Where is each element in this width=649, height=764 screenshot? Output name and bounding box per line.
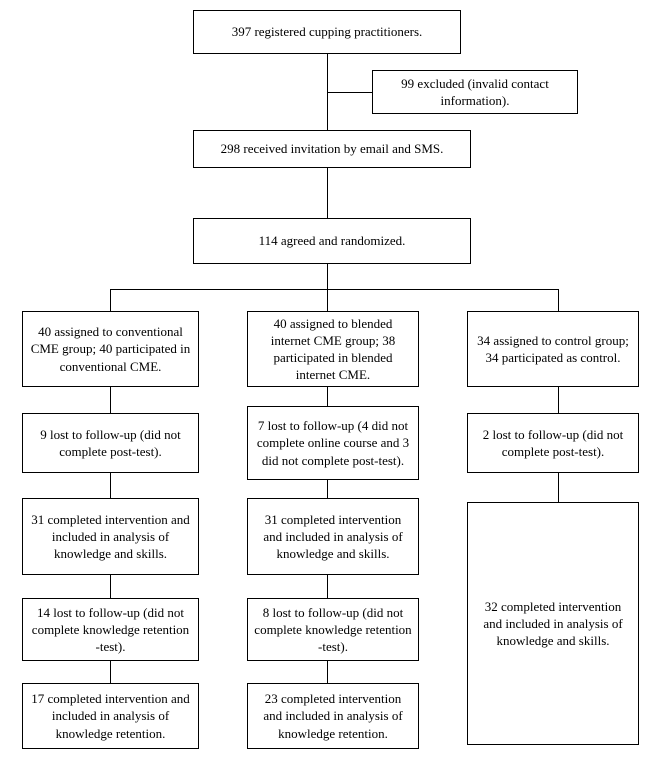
connector-split-to-blended xyxy=(327,289,328,311)
connector-invited-to-randomized xyxy=(327,168,328,218)
node-arm-control: 34 assigned to control group; 34 partici… xyxy=(467,311,639,387)
connector-blended-lost2-to-analysis2 xyxy=(327,661,328,683)
node-randomized: 114 agreed and randomized. xyxy=(193,218,471,264)
node-arm-conventional-label: 40 assigned to conventional CME group; 4… xyxy=(30,324,191,374)
node-analysis-blended-2: 23 completed intervention and included i… xyxy=(247,683,419,749)
connector-conventional-analysis1-to-lost2 xyxy=(110,575,111,598)
node-analysis-conventional-1-label: 31 completed intervention and included i… xyxy=(31,511,190,562)
node-excluded: 99 excluded (invalid contact information… xyxy=(372,70,578,114)
connector-randomized-down xyxy=(327,264,328,289)
connector-conventional-lost2-to-analysis2 xyxy=(110,661,111,683)
connector-control-arm-to-lost1 xyxy=(558,387,559,413)
connector-randomization-split-bar xyxy=(110,289,558,290)
node-randomized-label: 114 agreed and randomized. xyxy=(258,233,406,249)
node-lost-blended-1: 7 lost to follow-up (4 did not complete … xyxy=(247,406,419,480)
connector-blended-arm-to-lost1 xyxy=(327,387,328,406)
connector-enrollment-to-excluded xyxy=(327,92,373,93)
node-lost-blended-1-label: 7 lost to follow-up (4 did not complete … xyxy=(256,418,410,468)
node-analysis-conventional-2-label: 17 completed intervention and included i… xyxy=(31,691,190,741)
node-arm-blended-label: 40 assigned to blended internet CME grou… xyxy=(270,315,396,383)
node-lost-control-1: 2 lost to follow-up (did not complete po… xyxy=(467,413,639,473)
node-analysis-control-1: 32 completed intervention and included i… xyxy=(467,502,639,745)
connector-blended-lost1-to-analysis1 xyxy=(327,480,328,498)
node-analysis-blended-1-label: 31 completed intervention and included i… xyxy=(263,511,403,562)
node-lost-conventional-2: 14 lost to follow-up (did not complete k… xyxy=(22,598,199,661)
node-lost-blended-2: 8 lost to follow-up (did not complete kn… xyxy=(247,598,419,661)
node-excluded-label: 99 excluded (invalid contact information… xyxy=(401,75,549,108)
node-arm-conventional: 40 assigned to conventional CME group; 4… xyxy=(22,311,199,387)
connector-blended-analysis1-to-lost2 xyxy=(327,575,328,598)
node-invited: 298 received invitation by email and SMS… xyxy=(193,130,471,168)
node-analysis-conventional-2: 17 completed intervention and included i… xyxy=(22,683,199,749)
connector-conventional-lost1-to-analysis1 xyxy=(110,473,111,498)
node-analysis-blended-1: 31 completed intervention and included i… xyxy=(247,498,419,575)
node-analysis-blended-2-label: 23 completed intervention and included i… xyxy=(263,691,403,741)
node-invited-label: 298 received invitation by email and SMS… xyxy=(220,141,444,157)
node-lost-conventional-1-label: 9 lost to follow-up (did not complete po… xyxy=(40,426,181,459)
node-lost-blended-2-label: 8 lost to follow-up (did not complete kn… xyxy=(254,604,412,655)
node-analysis-conventional-1: 31 completed intervention and included i… xyxy=(22,498,199,575)
connector-split-to-conventional xyxy=(110,289,111,311)
node-arm-blended: 40 assigned to blended internet CME grou… xyxy=(247,311,419,387)
connector-control-lost1-to-analysis1 xyxy=(558,473,559,502)
connector-split-to-control xyxy=(558,289,559,311)
node-lost-conventional-2-label: 14 lost to follow-up (did not complete k… xyxy=(31,604,190,655)
node-enrollment: 397 registered cupping practitioners. xyxy=(193,10,461,54)
node-lost-control-1-label: 2 lost to follow-up (did not complete po… xyxy=(482,426,624,459)
node-analysis-control-1-label: 32 completed intervention and included i… xyxy=(483,598,623,649)
node-enrollment-label: 397 registered cupping practitioners. xyxy=(231,24,423,40)
node-arm-control-label: 34 assigned to control group; 34 partici… xyxy=(477,332,629,365)
node-lost-conventional-1: 9 lost to follow-up (did not complete po… xyxy=(22,413,199,473)
connector-conventional-arm-to-lost1 xyxy=(110,387,111,413)
